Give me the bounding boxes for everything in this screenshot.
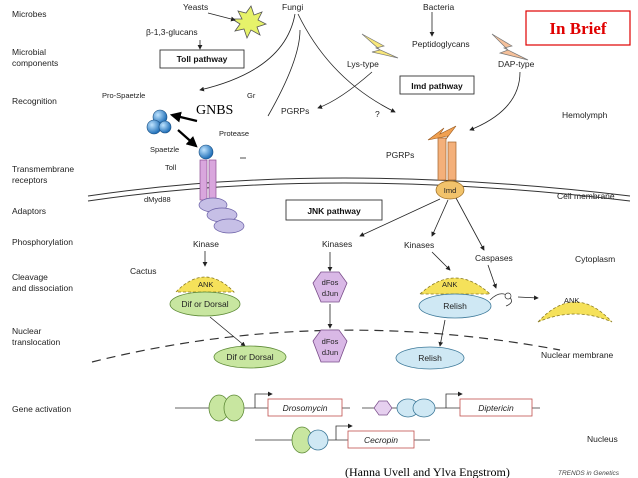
lys-peptidoglycan-bolt-icon — [361, 33, 399, 59]
kinases-imd-label: Kinases — [404, 240, 434, 250]
ank-relish-label: ANK — [442, 280, 457, 289]
cytoplasm-label: Cytoplasm — [575, 254, 615, 264]
credit-label: (Hanna Uvell and Ylva Engstrom) — [345, 465, 510, 478]
lys-type-label: Lys-type — [347, 59, 379, 69]
dap-on-receptor-icon — [427, 125, 457, 143]
pro-spaetzle-label: Pro-Spaetzle — [102, 91, 145, 100]
kinases-jnk-label: Kinases — [322, 239, 352, 249]
in-brief-box — [525, 10, 631, 46]
free-ank — [537, 301, 613, 323]
relish-nuclear — [395, 346, 465, 370]
in-brief-label: In Brief — [549, 19, 606, 38]
imd-adaptor — [435, 180, 465, 200]
drosomycin-gene — [267, 398, 343, 417]
dmyd88-label: dMyd88 — [144, 195, 171, 204]
row-label: Recognition — [12, 96, 57, 106]
gnbs-overlay-box — [193, 99, 241, 119]
cell-membrane — [87, 177, 631, 197]
fungi-label: Fungi — [282, 2, 303, 12]
dfos-nuclear-label: dFos — [322, 337, 339, 346]
jnk-pathway-label: JNK pathway — [307, 206, 361, 216]
dfos-label: dFos — [322, 278, 339, 287]
dif-dorsal-nuclear — [213, 345, 287, 369]
djun-nuclear-label: dJun — [322, 348, 338, 357]
cecropin-gene — [347, 430, 415, 449]
yeast-starburst-icon — [230, 5, 268, 40]
diptericin-gene — [459, 398, 533, 417]
dif-dorsal-cytoplasmic — [169, 291, 241, 317]
bacteria-label: Bacteria — [423, 2, 454, 12]
imd-label: Imd — [444, 186, 457, 195]
journal-label: TRENDS in Genetics — [558, 470, 620, 477]
nuclear-membrane-label: Nuclear membrane — [541, 350, 614, 360]
dif-dorsal-nuclear-label: Dif or Dorsal — [226, 352, 273, 362]
row-label: Phosphorylation — [12, 237, 73, 247]
spaetzle-label: Spaetzle — [150, 145, 179, 154]
ank-label: ANK — [198, 280, 213, 289]
dap-type-label: DAP-type — [498, 59, 535, 69]
pgrp-receptor — [437, 137, 447, 181]
gnbs-cut-label: Gr — [247, 91, 256, 100]
dfos-djun-nuclear — [312, 329, 348, 363]
dfos-djun-cytoplasmic — [312, 271, 348, 303]
dfos-djun-bound-icon — [373, 400, 393, 416]
glucans-label: β-1,3-glucans — [146, 27, 198, 37]
kinase-label: Kinase — [193, 239, 219, 249]
jnk-pathway-box — [285, 199, 383, 221]
spaetzle-icon — [198, 144, 214, 160]
toll-receptor — [199, 159, 208, 201]
relish-label: Relish — [443, 301, 467, 311]
row-label: Microbes — [12, 9, 46, 19]
relish-nuclear-label: Relish — [418, 353, 442, 363]
cecropin-label: Cecropin — [364, 435, 398, 445]
yeasts-label: Yeasts — [183, 2, 208, 12]
protease-label: Protease — [219, 129, 249, 138]
relish-ank-cap — [418, 277, 492, 295]
pgrps-left-label: PGRPs — [281, 106, 309, 116]
toll-pathway-box — [159, 49, 245, 69]
toll-label: Toll — [165, 163, 177, 172]
diptericin-label: Diptericin — [478, 403, 514, 413]
row-label: Gene activation — [12, 404, 71, 414]
peptidoglycans-label: Peptidoglycans — [412, 39, 470, 49]
dap-peptidoglycan-bolt-icon — [491, 33, 529, 61]
nucleus-label: Nucleus — [587, 434, 618, 444]
dif-dorsal-label: Dif or Dorsal — [181, 299, 228, 309]
caspases-label: Caspases — [475, 253, 513, 263]
djun-label: dJun — [322, 289, 338, 298]
cell-membrane-inner — [87, 182, 631, 202]
unknown-receptor-label: ? — [375, 109, 380, 119]
cactus-ank-cap — [175, 276, 235, 293]
imd-pathway-label: Imd pathway — [411, 81, 463, 91]
hemolymph-label: Hemolymph — [562, 110, 608, 120]
free-ank-label: ANK — [564, 296, 579, 305]
pgrps-right-label: PGRPs — [386, 150, 414, 160]
gnbs-label: GNBS — [196, 103, 233, 118]
relish-cytoplasmic — [418, 293, 492, 319]
drosomycin-label: Drosomycin — [283, 403, 328, 413]
cactus-label: Cactus — [130, 266, 156, 276]
row-label: Adaptors — [12, 206, 46, 216]
toll-pathway-label: Toll pathway — [177, 54, 228, 64]
region-labels: Hemolymph Cell membrane Cytoplasm Nuclea… — [541, 110, 618, 444]
imd-pathway-box — [399, 75, 475, 95]
